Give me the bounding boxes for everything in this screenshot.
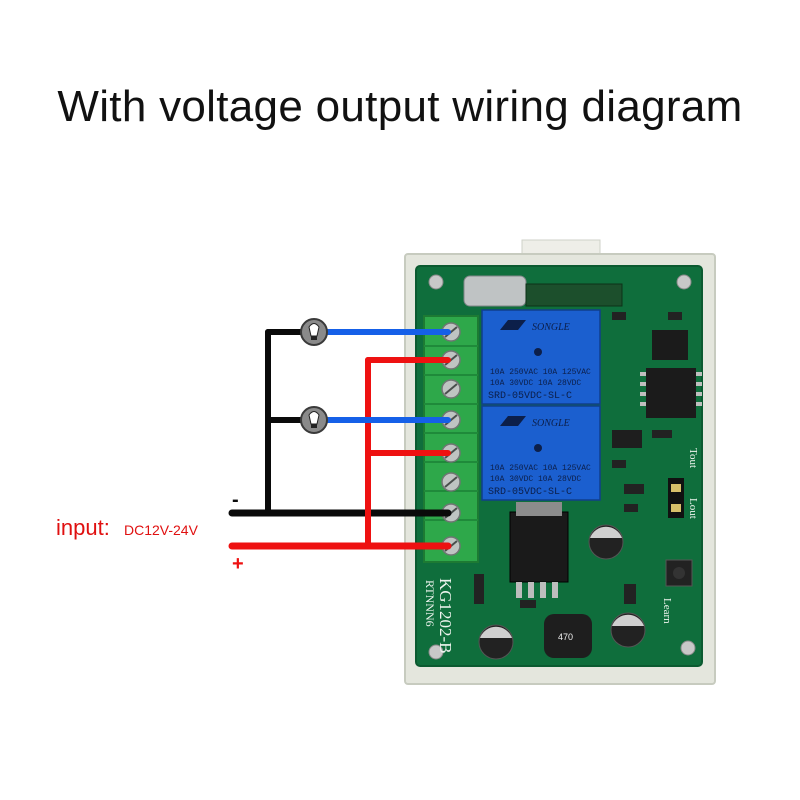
ic-chip	[646, 368, 696, 418]
input-voltage: DC12V-24V	[124, 522, 199, 538]
relay-model: SRD-05VDC-SL-C	[488, 391, 572, 402]
inductor: 470	[544, 614, 592, 658]
relay-brand: SONGLE	[532, 418, 570, 429]
load-bulb-icon	[300, 406, 328, 434]
minus-sign: -	[232, 489, 239, 511]
rf-module	[463, 275, 527, 307]
terminal-screw-slot	[444, 476, 458, 488]
mount-hole	[680, 640, 696, 656]
mount-hole	[676, 274, 692, 290]
relay-2: SONGLE 10A 250VAC 10A 125VAC 10A 30VDC 1…	[481, 405, 601, 501]
plus-sign: +	[232, 553, 244, 575]
relay-spec-line2: 10A 30VDC 10A 28VDC	[490, 475, 581, 484]
terminal-screw-slot	[444, 383, 458, 395]
svg-text:470: 470	[558, 632, 573, 642]
capacitor	[610, 612, 646, 648]
board-sub: RTNNN6	[423, 580, 437, 627]
wires	[228, 329, 452, 550]
ic-chip	[652, 330, 688, 360]
learn-label: Learn	[661, 598, 673, 624]
load-bulb-icon	[300, 318, 328, 346]
relay-brand: SONGLE	[532, 322, 570, 333]
input-label: input:	[56, 515, 110, 540]
lout-label: Lout	[687, 498, 699, 519]
relay-spec-line1: 10A 250VAC 10A 125VAC	[490, 464, 591, 473]
relay-spec-line2: 10A 30VDC 10A 28VDC	[490, 379, 581, 388]
relay-1: SONGLE 10A 250VAC 10A 125VAC 10A 30VDC 1…	[481, 309, 601, 405]
mount-hole	[428, 644, 444, 660]
capacitor	[588, 524, 624, 560]
capacitor	[478, 624, 514, 660]
voltage-regulator	[509, 511, 569, 583]
board-model: KG1202-B	[436, 578, 455, 654]
receiver-module	[525, 283, 623, 307]
diagram-title: With voltage output wiring diagram	[57, 82, 743, 131]
relay-model: SRD-05VDC-SL-C	[488, 487, 572, 498]
mount-hole	[428, 274, 444, 290]
tout-label: Tout	[687, 448, 699, 468]
relay-spec-line1: 10A 250VAC 10A 125VAC	[490, 368, 591, 377]
